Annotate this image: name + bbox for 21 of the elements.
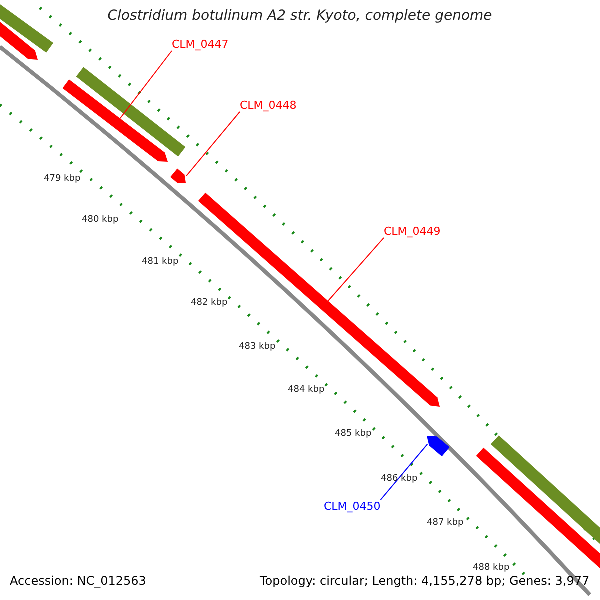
tick-label: 484 kbp xyxy=(288,385,325,395)
gene-label: CLM_0447 xyxy=(172,38,229,51)
genome-summary-text: Topology: circular; Length: 4,155,278 bp; Genes: 3,977 xyxy=(260,574,590,588)
tick-label: 483 kbp xyxy=(239,342,276,352)
leader-line xyxy=(380,444,428,500)
tick-label: 488 kbp xyxy=(473,563,510,573)
gene-label: CLM_0448 xyxy=(240,99,297,112)
tick-label: 482 kbp xyxy=(191,298,228,308)
leader-line xyxy=(186,112,240,177)
leader-line xyxy=(120,50,172,120)
diagram-title: Clostridium botulinum A2 str. Kyoto, complete genome xyxy=(106,8,494,24)
tick-label: 480 kbp xyxy=(82,215,119,225)
gene-label: CLM_0449 xyxy=(384,225,441,238)
gene-feature xyxy=(427,436,450,457)
leader-line xyxy=(328,238,384,302)
accession-text: Accession: NC_012563 xyxy=(10,574,146,588)
tick-label: 485 kbp xyxy=(335,429,372,439)
gene-feature xyxy=(170,168,186,184)
gene-feature xyxy=(62,80,168,162)
tick-label: 487 kbp xyxy=(427,518,464,528)
gene-label: CLM_0450 xyxy=(324,500,381,513)
